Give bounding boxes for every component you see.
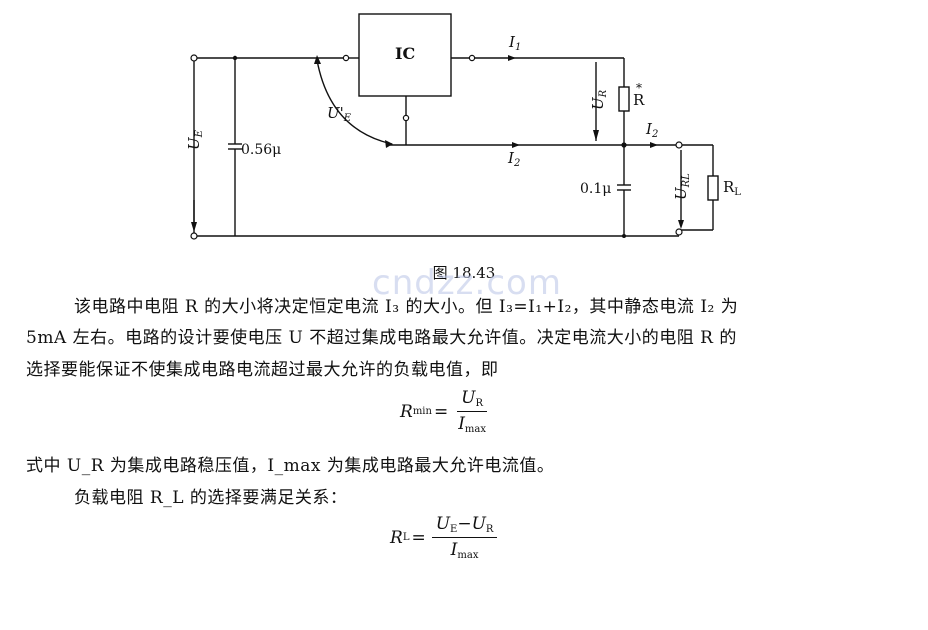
eq2-equals: = (411, 527, 426, 548)
eq2-minus: − (457, 514, 472, 534)
resistor-r (618, 86, 630, 112)
eq2-den-sub: max (457, 550, 479, 561)
rl-label: RL (723, 178, 741, 198)
eq2-num-a: U (435, 514, 451, 534)
ue-label: UE (185, 129, 205, 150)
eq2-lhs: R (390, 527, 403, 548)
figure-caption: 图 18.43 (432, 264, 496, 282)
r-label: R (633, 91, 645, 109)
eq1-den: I (458, 414, 465, 434)
eq2-fraction: UE−UR Imax (431, 514, 498, 561)
eq2-num-b-sub: R (485, 524, 494, 535)
eq2-num-b: U (471, 514, 486, 534)
cap2-label: 0.1μ (580, 181, 611, 197)
eq2-num-a-sub: E (450, 524, 458, 535)
r-star: * (636, 81, 642, 95)
paragraph-line-5: 负载电阻 R_L 的选择要满足关系： (74, 488, 348, 508)
paragraph-line-4: 式中 U_R 为集成电路稳压值，I_max 为集成电路最大允许电流值。 (26, 456, 555, 476)
eq1-num-sub: R (475, 398, 484, 409)
ic-block (358, 13, 452, 97)
eq1-fraction: UR Imax (454, 388, 490, 435)
eq1-equals: = (433, 401, 449, 422)
circuit-diagram: IC I1 I2 I2 U'E UE UR URL R * RL 0.56μ 0… (185, 13, 741, 240)
paragraph-line-1: 该电路中电阻 R 的大小将决定恒定电流 I₃ 的大小。但 I₃=I₁+I₂，其中… (74, 297, 739, 317)
uep-label: U'E (327, 104, 352, 124)
eq1-num: U (461, 388, 476, 408)
watermark: cndzz.com (372, 263, 562, 303)
eq1-lhs: R (400, 401, 413, 422)
paragraph-line-3: 选择要能保证不使集成电路电流超过最大允许的负载电值，即 (26, 360, 499, 380)
resistor-rl (707, 175, 719, 201)
eq1-lhs-sub: min (412, 406, 432, 417)
ic-label: IC (395, 44, 415, 63)
i3-label: I2 (645, 120, 658, 140)
paragraph-line-2: 5mA 左右。电路的设计要使电压 U 不超过集成电路最大允许值。决定电流大小的电… (26, 328, 737, 348)
cap1-label: 0.56μ (241, 142, 281, 158)
i2-label: I2 (507, 149, 520, 169)
ur-label: UR (589, 89, 609, 110)
eq1-den-sub: max (464, 424, 486, 435)
url-label: URL (672, 173, 692, 200)
eq2-den: I (450, 540, 458, 560)
i1-label: I1 (508, 33, 521, 53)
eq2-lhs-sub: L (402, 532, 410, 543)
